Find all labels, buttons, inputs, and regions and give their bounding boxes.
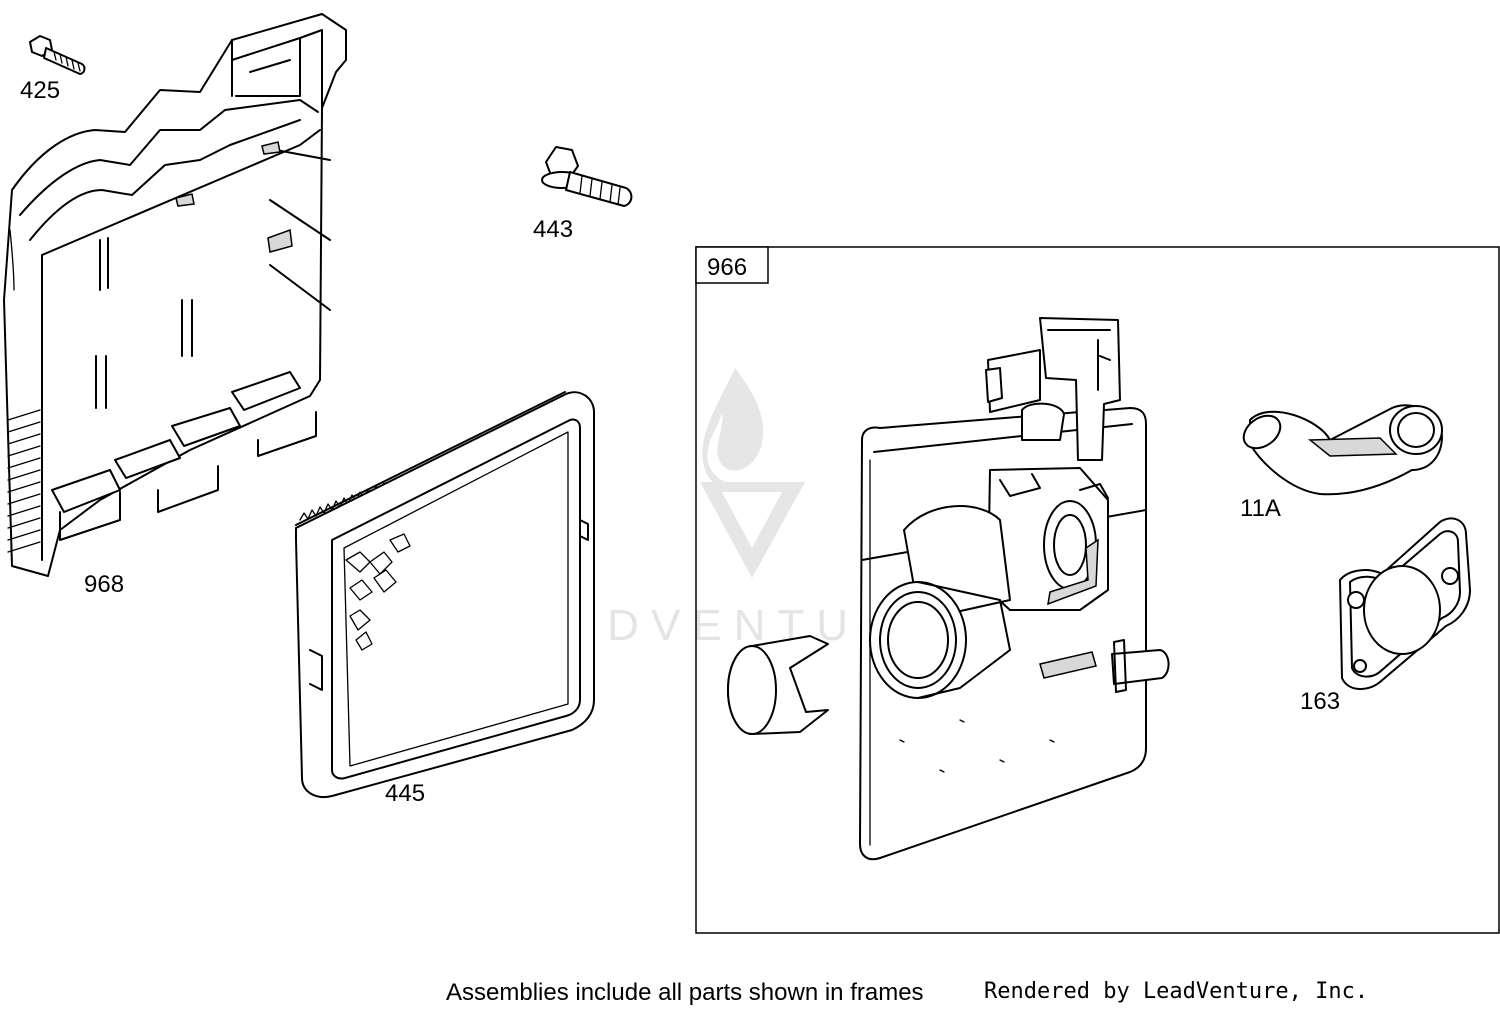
callout-445: 445 — [385, 780, 425, 807]
assembly-frame — [695, 246, 1500, 934]
flame-logo-icon — [702, 368, 764, 491]
air-filter-445 — [295, 391, 595, 798]
callout-966: 966 — [707, 254, 747, 281]
assembly-frame-tab — [695, 246, 769, 284]
air-cleaner-base-968 — [3, 13, 347, 577]
bolt-425 — [29, 35, 86, 75]
carburetor-assembly — [859, 317, 1170, 861]
bolt-443 — [541, 146, 633, 207]
callout-968: 968 — [84, 571, 124, 598]
v-logo-icon — [700, 482, 805, 578]
assemblies-note: Assemblies include all parts shown in fr… — [446, 979, 924, 1006]
callout-163: 163 — [1300, 688, 1340, 715]
callout-443: 443 — [533, 216, 573, 243]
callout-11a: 11A — [1240, 495, 1281, 522]
callout-425: 425 — [20, 77, 60, 104]
choke-cap — [727, 635, 829, 735]
render-credit: Rendered by LeadVenture, Inc. — [984, 979, 1368, 1004]
elbow-tube-11a — [1242, 404, 1443, 496]
gasket-163 — [1339, 517, 1471, 690]
